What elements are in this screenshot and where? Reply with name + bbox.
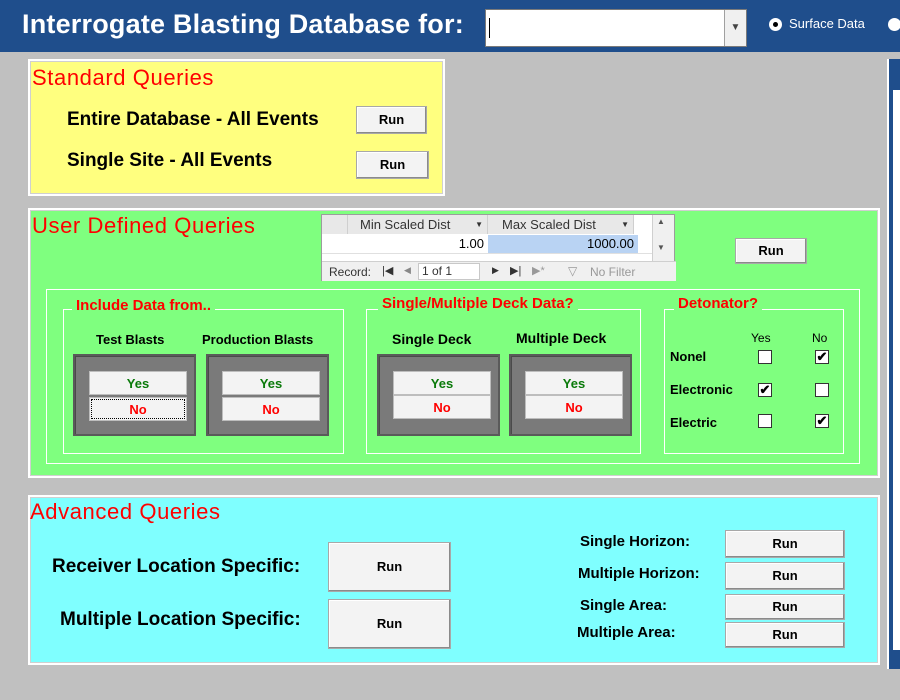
text-caret <box>489 18 490 38</box>
max-scaled-dist-header[interactable]: Max Scaled Dist ▼ <box>488 215 634 234</box>
scroll-up-icon[interactable]: ▲ <box>657 217 665 226</box>
min-scaled-dist-header-label: Min Scaled Dist <box>360 217 450 232</box>
electronic-label: Electronic <box>670 382 733 397</box>
standard-queries-panel: Standard Queries Entire Database - All E… <box>28 59 445 196</box>
max-scaled-dist-cell[interactable]: 1000.00 <box>488 235 638 253</box>
standard-queries-title: Standard Queries <box>32 65 214 91</box>
user-defined-queries-title: User Defined Queries <box>32 213 256 239</box>
right-panel-content <box>893 90 900 650</box>
first-record-icon[interactable]: |◀ <box>382 264 393 277</box>
electric-yes-checkbox[interactable] <box>758 414 772 428</box>
entire-database-label: Entire Database - All Events <box>67 109 319 131</box>
title-bar: Interrogate Blasting Database for: ▼ Sur… <box>0 0 900 52</box>
scaled-distance-subform: Min Scaled Dist ▼ Max Scaled Dist ▼ 1.00… <box>321 214 675 281</box>
user-defined-run-button[interactable]: Run <box>735 238 807 264</box>
chevron-down-icon[interactable]: ▼ <box>621 215 629 234</box>
multiple-area-label: Multiple Area: <box>577 624 676 641</box>
include-data-title: Include Data from.. <box>72 297 215 314</box>
detonator-no-header: No <box>812 331 827 345</box>
scroll-down-icon[interactable]: ▼ <box>657 243 665 252</box>
single-area-run-button[interactable]: Run <box>725 594 845 620</box>
production-blasts-label: Production Blasts <box>202 332 313 347</box>
electronic-yes-checkbox[interactable]: ✔ <box>758 383 772 397</box>
multiple-deck-label: Multiple Deck <box>516 330 606 346</box>
test-blasts-label: Test Blasts <box>96 332 164 347</box>
last-record-icon[interactable]: ▶| <box>510 264 521 277</box>
surface-data-radio[interactable] <box>769 18 782 31</box>
next-record-icon[interactable]: ▶ <box>492 265 499 276</box>
multiple-location-run-button[interactable]: Run <box>328 599 451 649</box>
previous-record-icon[interactable]: ◀ <box>404 265 411 276</box>
detonator-yes-header: Yes <box>751 331 771 345</box>
record-position-field[interactable]: 1 of 1 <box>418 263 480 280</box>
production-blasts-no-toggle[interactable]: No <box>222 397 320 421</box>
single-deck-label: Single Deck <box>392 331 471 347</box>
multiple-deck-yes-toggle[interactable]: Yes <box>525 371 623 395</box>
multiple-deck-toggle-box: Yes No <box>509 354 632 436</box>
nonel-yes-checkbox[interactable] <box>758 350 772 364</box>
max-scaled-dist-header-label: Max Scaled Dist <box>502 217 596 232</box>
no-filter-label[interactable]: No Filter <box>590 265 635 279</box>
record-label: Record: <box>329 265 371 279</box>
min-scaled-dist-cell[interactable]: 1.00 <box>348 235 488 253</box>
test-blasts-no-toggle[interactable]: No <box>89 397 187 421</box>
single-site-label: Single Site - All Events <box>67 150 272 172</box>
new-record-icon[interactable]: ▶* <box>532 264 545 277</box>
single-horizon-run-button[interactable]: Run <box>725 530 845 558</box>
advanced-queries-panel: Advanced Queries Receiver Location Speci… <box>28 495 880 665</box>
min-scaled-dist-header[interactable]: Min Scaled Dist ▼ <box>348 215 488 234</box>
nonel-label: Nonel <box>670 349 706 364</box>
new-record-row[interactable] <box>322 253 652 261</box>
production-blasts-toggle-box: Yes No <box>206 354 329 436</box>
multiple-area-run-button[interactable]: Run <box>725 622 845 648</box>
electric-no-checkbox[interactable]: ✔ <box>815 414 829 428</box>
nonel-no-checkbox[interactable]: ✔ <box>815 350 829 364</box>
app-title: Interrogate Blasting Database for: <box>22 9 464 40</box>
advanced-queries-title: Advanced Queries <box>30 499 221 525</box>
chevron-down-icon[interactable]: ▼ <box>724 10 746 46</box>
electric-label: Electric <box>670 415 717 430</box>
multiple-horizon-label: Multiple Horizon: <box>578 565 700 582</box>
multiple-deck-no-toggle[interactable]: No <box>525 395 623 419</box>
select-all-cell[interactable] <box>322 215 348 234</box>
second-radio[interactable] <box>888 18 900 31</box>
single-site-run-button[interactable]: Run <box>356 151 429 179</box>
production-blasts-yes-toggle[interactable]: Yes <box>222 371 320 395</box>
multiple-location-label: Multiple Location Specific: <box>60 609 301 631</box>
multiple-horizon-run-button[interactable]: Run <box>725 562 845 590</box>
surface-data-label: Surface Data <box>789 16 865 31</box>
subform-scrollbar[interactable]: ▲ ▼ <box>652 215 674 261</box>
filter-icon[interactable]: ▽ <box>568 264 577 278</box>
entire-database-run-button[interactable]: Run <box>356 106 427 134</box>
test-blasts-toggle-box: Yes No <box>73 354 196 436</box>
test-blasts-yes-toggle[interactable]: Yes <box>89 371 187 395</box>
record-navigator: Record: |◀ ◀ 1 of 1 ▶ ▶| ▶* ▽ No Filter <box>322 261 676 281</box>
deck-data-title: Single/Multiple Deck Data? <box>378 295 578 312</box>
database-combo[interactable]: ▼ <box>485 9 747 47</box>
single-deck-no-toggle[interactable]: No <box>393 395 491 419</box>
receiver-location-label: Receiver Location Specific: <box>52 556 300 578</box>
electronic-no-checkbox[interactable] <box>815 383 829 397</box>
chevron-down-icon[interactable]: ▼ <box>475 215 483 234</box>
single-area-label: Single Area: <box>580 597 667 614</box>
single-horizon-label: Single Horizon: <box>580 533 690 550</box>
single-deck-toggle-box: Yes No <box>377 354 500 436</box>
receiver-location-run-button[interactable]: Run <box>328 542 451 592</box>
single-deck-yes-toggle[interactable]: Yes <box>393 371 491 395</box>
detonator-title: Detonator? <box>674 295 762 312</box>
